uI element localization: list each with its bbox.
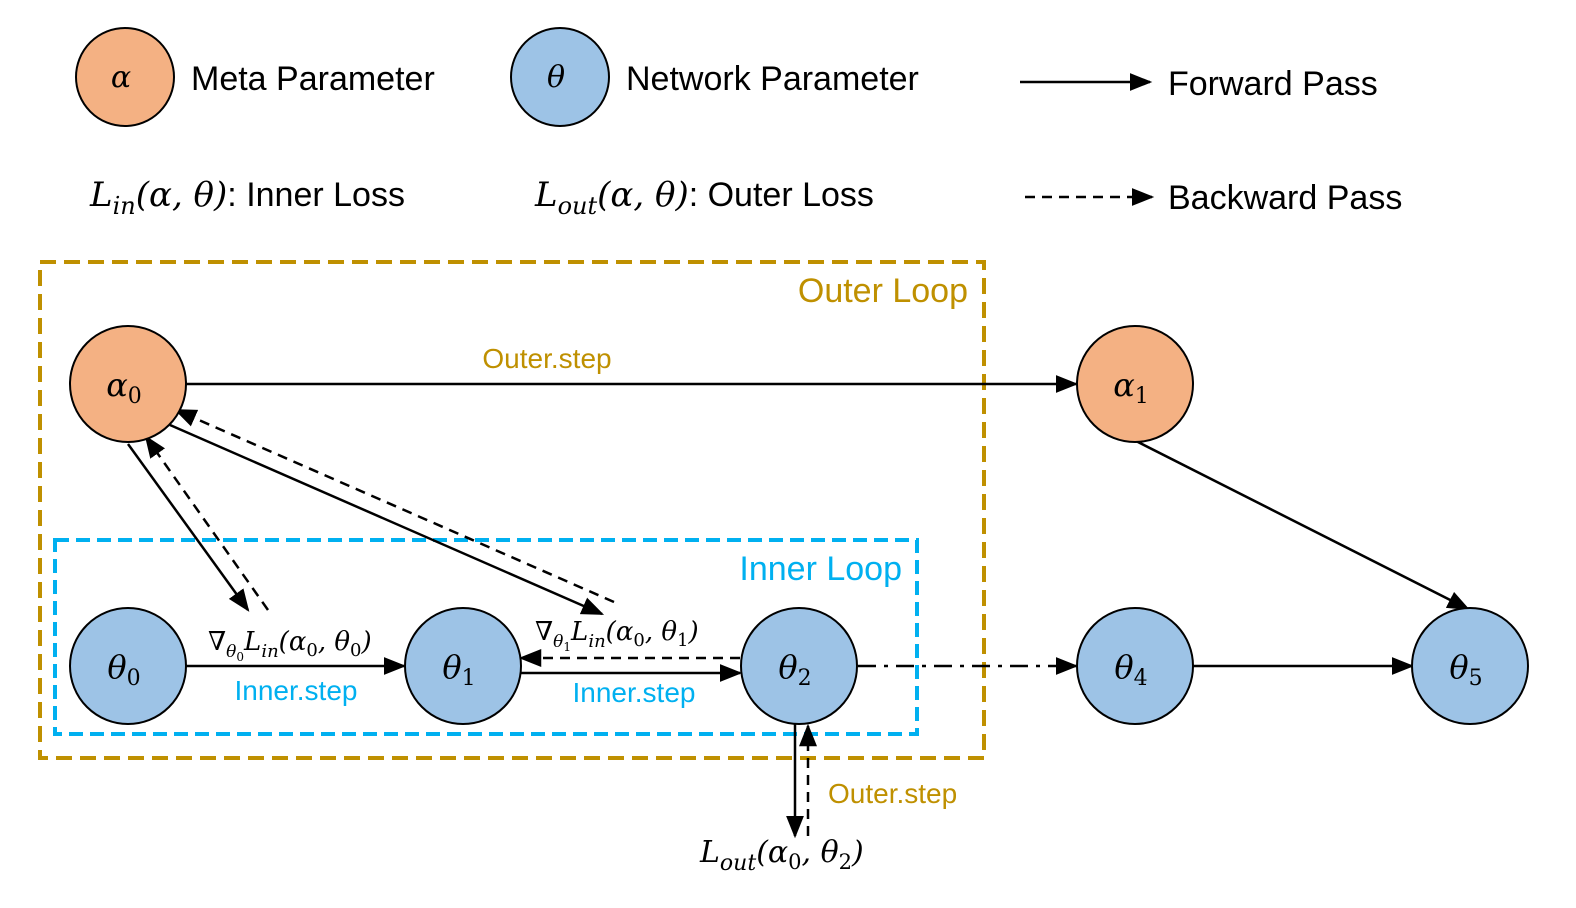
outer-step-top-label: Outer.step (482, 343, 611, 374)
legend-outer-loss: Lout(α, θ): Outer Loss (534, 175, 874, 220)
legend-forward-label: Forward Pass (1168, 65, 1378, 103)
outer-loop-label: Outer Loop (798, 272, 968, 310)
svg-text:θ2: θ2 (778, 648, 811, 691)
lout-label: Lout(α0, θ2) (699, 835, 864, 876)
legend-network-label: Network Parameter (626, 60, 919, 98)
node-theta0: θ0 (69, 607, 187, 725)
node-theta1: θ1 (404, 607, 522, 725)
node-theta5: θ5 (1411, 607, 1529, 725)
svg-text:θ0: θ0 (107, 648, 140, 691)
grad0-label: ∇θ0Lin(α0, θ0) (208, 627, 372, 664)
node-theta4: θ4 (1076, 607, 1194, 725)
svg-text:α1: α1 (1113, 366, 1149, 409)
edge-grad1-alpha0-backward (173, 408, 615, 604)
svg-text:θ5: θ5 (1449, 648, 1482, 691)
edge-alpha1-theta5 (1135, 439, 1471, 611)
inner-step-label-2: Inner.step (573, 677, 696, 708)
outer-loop-box (38, 260, 986, 760)
inner-step-label-1: Inner.step (235, 675, 358, 706)
node-theta2: θ2 (740, 607, 858, 725)
inner-loop-box (53, 538, 919, 736)
legend-meta-label: Meta Parameter (191, 60, 435, 98)
legend-meta-node (75, 27, 175, 127)
legend-inner-loss: Lin(α, θ): Inner Loss (89, 175, 405, 220)
outer-step-bottom-label: Outer.step (828, 778, 957, 809)
inner-loop-label: Inner Loop (739, 550, 902, 588)
legend-network-node (510, 27, 610, 127)
svg-text:θ4: θ4 (1114, 648, 1147, 691)
edge-grad0-alpha0-backward (144, 435, 270, 611)
node-alpha1: α1 (1076, 325, 1194, 443)
grad1-label: ∇θ1Lin(α0, θ1) (535, 617, 699, 654)
svg-text:α0: α0 (106, 366, 142, 409)
legend: α Meta Parameter θ Network Parameter For… (75, 27, 1402, 220)
edge-alpha0-grad1-forward (169, 423, 605, 616)
legend-network-symbol: θ (547, 60, 565, 95)
legend-backward-label: Backward Pass (1168, 179, 1402, 217)
svg-text:θ1: θ1 (442, 648, 475, 691)
legend-meta-symbol: α (111, 60, 131, 95)
edge-alpha0-grad0-forward (126, 443, 250, 612)
node-alpha0: α0 (69, 325, 187, 443)
